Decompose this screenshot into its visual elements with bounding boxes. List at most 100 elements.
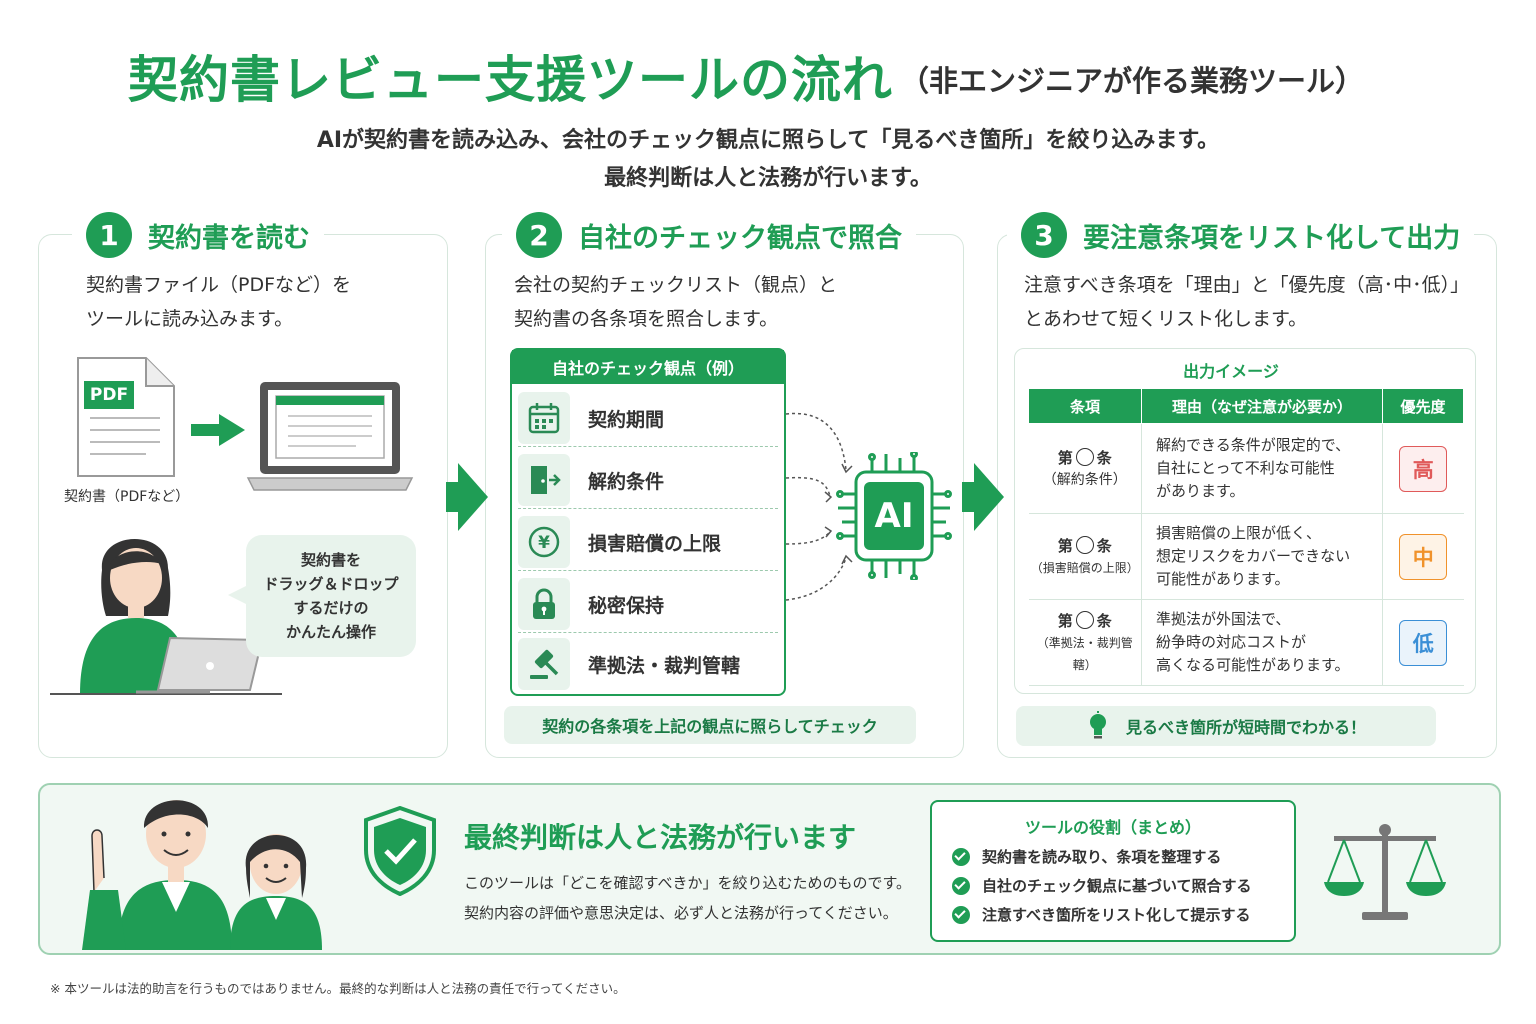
bubble-line-4: かんたん操作 xyxy=(285,623,376,641)
step3-desc-line-1: 注意すべき条項を「理由」と「優先度（高･中･低）」 xyxy=(1024,274,1470,296)
reason-line: 可能性があります。 xyxy=(1156,570,1290,588)
role-title: ツールの役割（まとめ） xyxy=(1024,818,1201,837)
step3-heading: 3 要注意条項をリスト化して出力 xyxy=(1007,212,1475,258)
flow-arrow-2-stem xyxy=(962,482,976,512)
priority-badge-medium: 中 xyxy=(1399,533,1448,580)
reason-cell: 解約できる条件が限定的で、 自社にとって不利な可能性 があります。 xyxy=(1141,423,1383,514)
laptop-icon xyxy=(246,382,414,491)
check-circle-icon xyxy=(952,905,970,924)
step1-desc-line-2: ツールに読み込みます。 xyxy=(86,308,294,330)
step3-desc: 注意すべき条項を「理由」と「優先度（高･中･低）」 とあわせて短くリスト化します… xyxy=(1024,268,1469,336)
file-caption: 契約書（PDFなど） xyxy=(64,489,190,505)
upload-arrow-stem xyxy=(191,424,221,436)
priority-cell: 中 xyxy=(1382,513,1464,600)
clause-suffix: 条 xyxy=(1096,611,1112,630)
speech-bubble-text: 契約書を ドラッグ＆ドロップ するだけの かんたん操作 xyxy=(246,548,416,644)
step2-number: 2 xyxy=(516,212,562,258)
flow-arrow-1-stem xyxy=(446,482,460,512)
step2-heading: 2 自社のチェック観点で照合 xyxy=(502,212,916,258)
clause-name: （損害賠償の上限） xyxy=(1030,560,1139,575)
shield-check-icon xyxy=(364,806,436,896)
calendar-icon xyxy=(518,392,570,444)
page-title: 契約書レビュー支援ツールの流れ xyxy=(128,51,893,109)
priority-cell: 低 xyxy=(1382,599,1464,686)
checklist-item-label: 秘密保持 xyxy=(588,594,665,617)
step1-title: 契約書を読む xyxy=(148,222,310,254)
step3-footer-text: 見るべき箇所が短時間でわかる！ xyxy=(1125,718,1366,737)
table-row: 第条 （解約条件） 解約できる条件が限定的で、 自社にとって不利な可能性 があり… xyxy=(1028,423,1464,514)
reason-line: 高くなる可能性があります。 xyxy=(1156,656,1350,674)
output-title: 出力イメージ xyxy=(1183,362,1279,381)
reason-cell: 損害賠償の上限が低く、 想定リスクをカバーできない 可能性があります。 xyxy=(1141,513,1383,600)
final-judgment-title: 最終判断は人と法務が行います xyxy=(464,821,857,854)
priority-badge-low: 低 xyxy=(1399,619,1448,666)
checklist-item: 秘密保持 xyxy=(518,574,778,634)
upload-arrow-icon xyxy=(219,414,245,446)
priority-badge-high: 高 xyxy=(1399,445,1448,492)
checklist-divider xyxy=(518,632,778,633)
checklist-item-label: 準拠法・裁判管轄 xyxy=(588,654,741,677)
table-row: 第 条 （準拠法・裁判管轄） 準拠法が外国法で、 紛争時の対応コストが 高くなる可… xyxy=(1028,599,1464,686)
checklist-box: 自社のチェック観点（例） 契約期間 解約条件 ¥ 損害賠償の上限 秘密保持 準拠… xyxy=(510,348,786,696)
flow-arrow-1-icon xyxy=(458,463,488,531)
svg-text:¥: ¥ xyxy=(538,533,550,553)
clause-prefix: 第 xyxy=(1057,448,1073,467)
reason-line: 想定リスクをカバーできない xyxy=(1156,547,1351,565)
checklist-item: 準拠法・裁判管轄 xyxy=(518,634,778,694)
step2-footer: 契約の各条項を上記の観点に照らしてチェック xyxy=(504,706,916,744)
check-circle-icon xyxy=(952,876,970,895)
column-header: 条項 xyxy=(1028,388,1142,424)
output-table: 条項 理由（なぜ注意が必要か） 優先度 第条 （解約条件） 解約できる条件が限定… xyxy=(1028,388,1464,686)
lead-line-2: 最終判断は人と法務が行います。 xyxy=(604,166,932,191)
ai-label: AI xyxy=(874,496,914,536)
step3-footer: 見るべき箇所が短時間でわかる！ xyxy=(1016,706,1436,746)
step2-desc-line-2: 契約書の各条項を照合します。 xyxy=(514,308,779,330)
step1-desc-line-1: 契約書ファイル（PDFなど）を xyxy=(86,274,352,296)
step2-title: 自社のチェック観点で照合 xyxy=(578,222,902,254)
role-item-label: 契約書を読み取り、条項を整理する xyxy=(982,848,1222,866)
clause-suffix: 条 xyxy=(1096,536,1112,555)
clause-prefix: 第 xyxy=(1057,536,1073,555)
pdf-file-icon xyxy=(77,357,175,477)
table-row: 第 条 （損害賠償の上限） 損害賠償の上限が低く、 想定リスクをカバーできない 可… xyxy=(1028,513,1464,600)
step1-number: 1 xyxy=(86,212,132,258)
role-item: 自社のチェック観点に基づいて照合する xyxy=(952,875,1252,896)
page-subtitle: （非エンジニアが作る業務ツール） xyxy=(900,64,1365,98)
final-judgment-line-2: 契約内容の評価や意思決定は、必ず人と法務が行ってください。 xyxy=(464,904,898,922)
clause-prefix: 第 xyxy=(1057,611,1073,630)
checklist-divider xyxy=(518,446,778,447)
speech-bubble xyxy=(246,535,416,657)
step2-desc: 会社の契約チェックリスト（観点）と 契約書の各条項を照合します。 xyxy=(514,268,837,336)
role-item: 注意すべき箇所をリスト化して提示する xyxy=(952,904,1251,925)
checklist-item: 契約期間 xyxy=(518,388,778,448)
blank-number-circle xyxy=(1075,535,1094,554)
ai-chip-icon xyxy=(836,452,952,580)
bubble-line-1: 契約書を xyxy=(300,551,361,569)
reason-line: 自社にとって不利な可能性 xyxy=(1156,459,1335,477)
clause-suffix: 条 xyxy=(1096,448,1112,467)
lock-icon xyxy=(518,578,570,630)
final-judgment-text: このツールは「どこを確認すべきか」を絞り込むためのものです。 契約内容の評価や意… xyxy=(464,868,911,928)
reason-line: 紛争時の対応コストが xyxy=(1156,633,1307,651)
checklist-divider xyxy=(518,570,778,571)
step1-desc: 契約書ファイル（PDFなど）を ツールに読み込みます。 xyxy=(86,268,351,336)
role-item: 契約書を読み取り、条項を整理する xyxy=(952,846,1221,867)
final-judgment-line-1: このツールは「どこを確認すべきか」を絞り込むためのものです。 xyxy=(464,874,912,892)
balance-scale-icon xyxy=(1324,824,1446,920)
checklist-item-label: 損害賠償の上限 xyxy=(588,532,722,555)
checklist-title: 自社のチェック観点（例） xyxy=(512,350,784,384)
clause-cell: 第 条 （準拠法・裁判管轄） xyxy=(1028,599,1142,686)
flow-arrow-2-icon xyxy=(974,463,1004,531)
reason-line: 解約できる条件が限定的で、 xyxy=(1156,436,1351,454)
column-header: 優先度 xyxy=(1382,388,1464,424)
reason-cell: 準拠法が外国法で、 紛争時の対応コストが 高くなる可能性があります。 xyxy=(1141,599,1383,686)
checklist-item: ¥ 損害賠償の上限 xyxy=(518,512,778,572)
bubble-line-2: ドラッグ＆ドロップ xyxy=(263,575,399,593)
user-illustration xyxy=(50,538,282,695)
tool-role-summary: ツールの役割（まとめ） 契約書を読み取り、条項を整理する 自社のチェック観点に基… xyxy=(930,800,1296,942)
blank-number-circle xyxy=(1075,610,1094,629)
clause-name: （準拠法・裁判管轄） xyxy=(1036,635,1133,672)
pdf-badge: PDF xyxy=(84,381,134,409)
yen-icon: ¥ xyxy=(518,516,570,568)
connector-lines xyxy=(785,412,853,601)
